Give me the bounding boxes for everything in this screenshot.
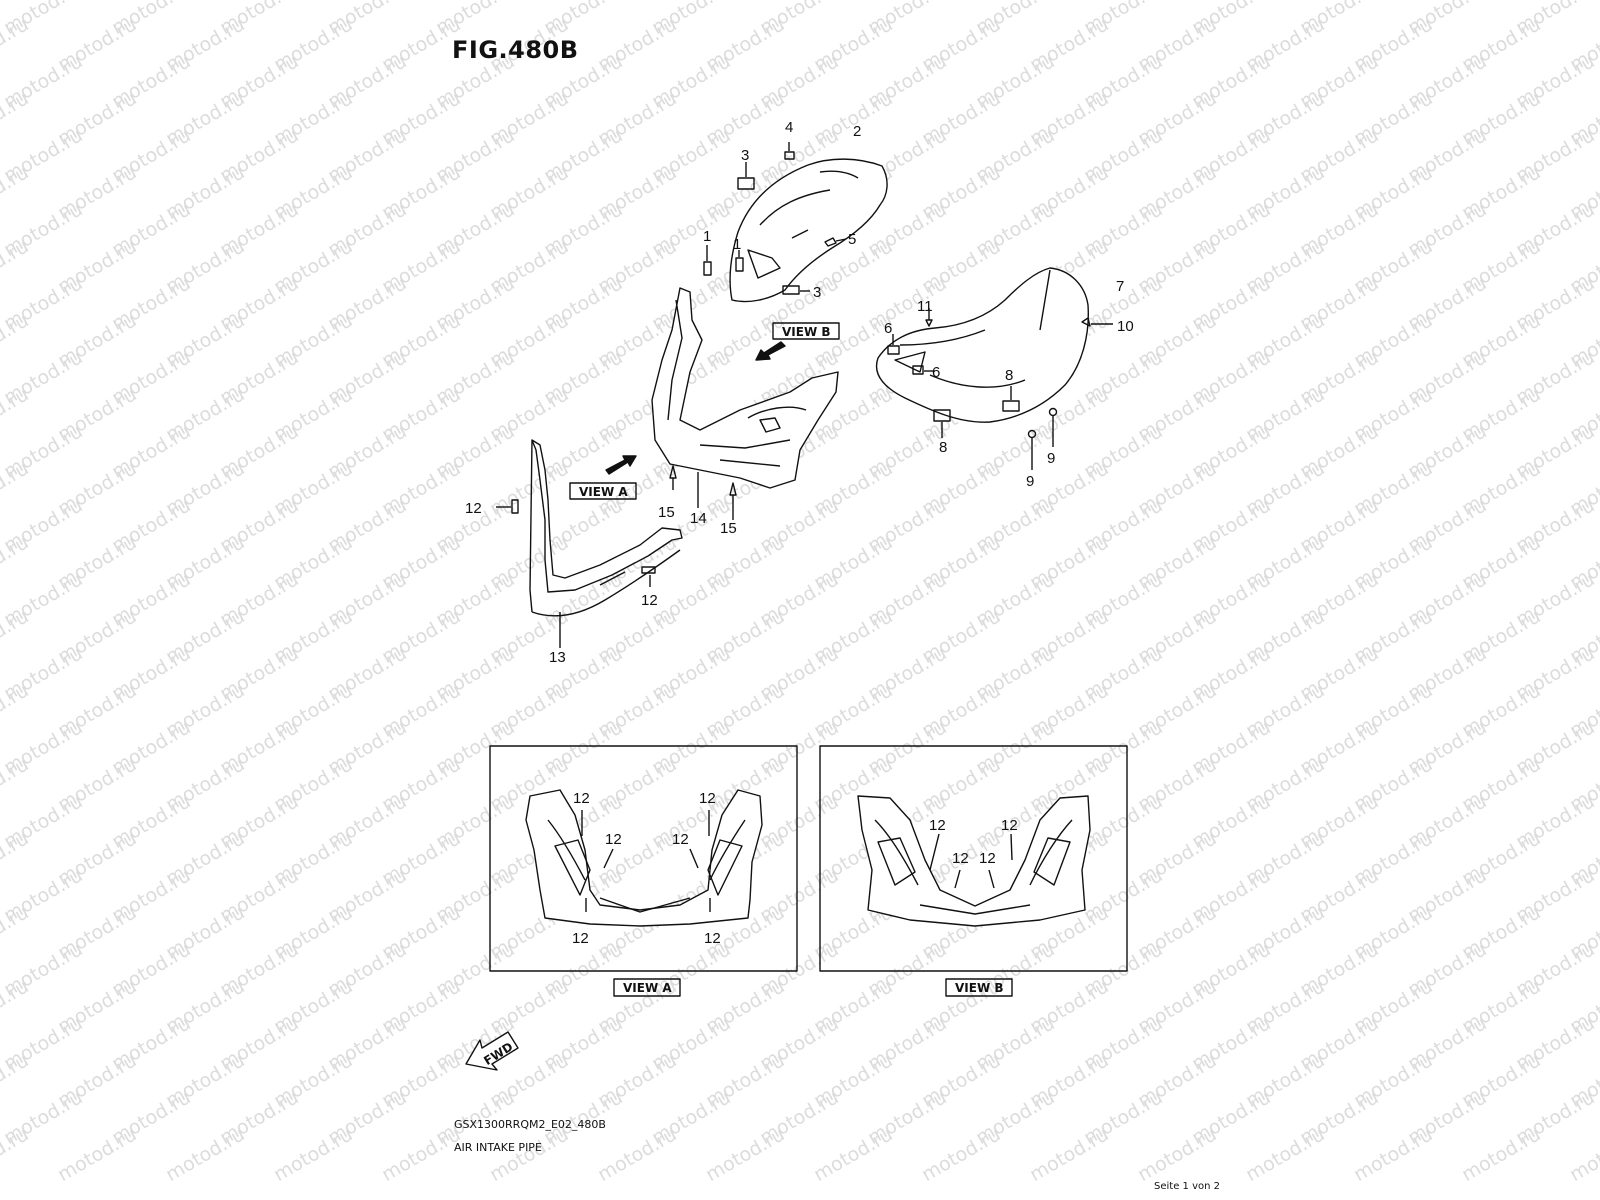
callout-14: 14: [690, 510, 707, 527]
callout-8: 8: [939, 439, 947, 456]
view-a-callout-12: 12: [704, 930, 721, 947]
view-b-callout-12: 12: [952, 850, 969, 867]
part-11-screw: [925, 319, 933, 327]
view-a-label-box: [569, 482, 637, 500]
callout-6: 6: [932, 364, 940, 381]
part-1-strip: [735, 257, 744, 272]
view-a-arrow: [605, 455, 637, 475]
callout-15: 15: [658, 504, 675, 521]
callout-6: 6: [884, 320, 892, 337]
callout-15: 15: [720, 520, 737, 537]
view-b-inset-label: VIEW B: [955, 981, 1004, 995]
callout-1: 1: [703, 228, 711, 245]
view-b-frame: [819, 745, 1128, 972]
part-8-pad: [1002, 400, 1020, 412]
part-12-clip: [641, 566, 656, 574]
callout-12: 12: [465, 500, 482, 517]
part-6-clip: [912, 365, 924, 375]
part-12-clip: [511, 499, 519, 514]
part-10-clip: [1081, 317, 1091, 327]
callout-11: 11: [917, 298, 933, 315]
view-a-callout-12: 12: [605, 831, 622, 848]
part-6-clip: [887, 345, 900, 355]
view-b-callout-12: 12: [929, 817, 946, 834]
view-b-label: VIEW B: [782, 325, 831, 339]
part-3-pad: [737, 177, 755, 190]
part-9-bolt: [1027, 429, 1037, 439]
callout-5: 5: [848, 231, 856, 248]
part-14-frame: [651, 287, 839, 489]
part-1-strip: [703, 261, 712, 276]
footer-code: GSX1300RRQM2_E02_480B: [454, 1118, 606, 1131]
footer-name: AIR INTAKE PIPE: [454, 1141, 542, 1154]
part-4-clip: [784, 151, 795, 160]
callout-9: 9: [1026, 473, 1034, 490]
view-b-callout-12: 12: [979, 850, 996, 867]
view-a-callout-12: 12: [573, 790, 590, 807]
callout-3: 3: [741, 147, 749, 164]
view-b-part: [857, 795, 1091, 927]
view-b-label-box: [772, 322, 840, 340]
part-15-rivet: [729, 482, 737, 496]
fwd-arrow-icon: [465, 1031, 519, 1071]
figure-title: FIG.480B: [452, 36, 579, 64]
part-2-intake-duct: [729, 158, 888, 303]
part-3-pad: [782, 285, 800, 295]
callout-7: 7: [1116, 278, 1124, 295]
part-15-rivet: [669, 465, 677, 479]
callout-8: 8: [1005, 367, 1013, 384]
callout-4: 4: [785, 119, 793, 136]
part-9-bolt: [1048, 407, 1058, 417]
view-a-label: VIEW A: [579, 485, 628, 499]
callout-labels: 1 1 2 3 3 4 5 6 6 7 8 8 9 9 10 11 12 12 …: [465, 119, 1134, 1068]
callout-12: 12: [641, 592, 658, 609]
view-b-inset-label-box: [945, 978, 1013, 997]
view-b-arrow: [755, 341, 786, 361]
view-a-callout-12: 12: [672, 831, 689, 848]
page-indicator: Seite 1 von 2: [1154, 1181, 1220, 1192]
callout-9: 9: [1047, 450, 1055, 467]
part-7-right-duct: [875, 267, 1090, 423]
callout-2: 2: [853, 123, 861, 140]
callout-10: 10: [1117, 318, 1134, 335]
view-a-callout-12: 12: [572, 930, 589, 947]
callout-1: 1: [733, 236, 741, 253]
part-13-lower-frame: [529, 439, 683, 617]
view-a-frame: [489, 745, 798, 972]
part-8-pad: [933, 409, 951, 422]
callout-13: 13: [549, 649, 566, 666]
view-a-callout-12: 12: [699, 790, 716, 807]
view-a-inset-label: VIEW A: [623, 981, 672, 995]
part-5-clip: [824, 237, 837, 247]
view-a-inset-label-box: [613, 978, 681, 997]
view-b-callout-12: 12: [1001, 817, 1018, 834]
callout-3: 3: [813, 284, 821, 301]
view-a-part: [525, 789, 763, 927]
